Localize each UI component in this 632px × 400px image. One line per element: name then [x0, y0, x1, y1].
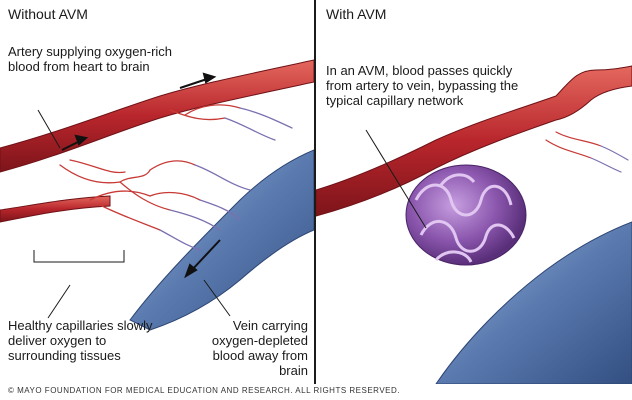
vein: [435, 221, 632, 384]
capillaries-label: Healthy capillaries slowly deliver oxyge…: [8, 318, 153, 363]
flow-arrows: [61, 72, 221, 279]
artery-label: Artery supplying oxygen-rich blood from …: [8, 44, 173, 74]
capillary-network: [59, 104, 293, 251]
vein: [129, 149, 314, 331]
vein-label: Vein carrying oxygen-depleted blood away…: [211, 318, 308, 378]
avm-illustration: [316, 65, 632, 384]
avm-tangle: [405, 164, 527, 266]
copyright-notice: © MAYO FOUNDATION FOR MEDICAL EDUCATION …: [8, 386, 400, 395]
capillary-network: [545, 131, 629, 173]
leader-line: [365, 129, 427, 229]
normal-vessels-illustration: [0, 59, 314, 331]
with-avm-title: With AVM: [326, 6, 387, 22]
avm-label: In an AVM, blood passes quickly from art…: [326, 63, 519, 108]
leader-lines: [33, 109, 231, 319]
without-avm-title: Without AVM: [8, 6, 88, 22]
with-avm-panel: With AVM In an AVM, blood passes quickly…: [316, 0, 632, 384]
artery: [0, 59, 314, 173]
panel-divider: [314, 0, 316, 384]
without-avm-panel: Without AVM Artery supplying oxygen-rich…: [0, 0, 314, 384]
artery: [316, 65, 632, 217]
artery-branch: [0, 195, 111, 223]
